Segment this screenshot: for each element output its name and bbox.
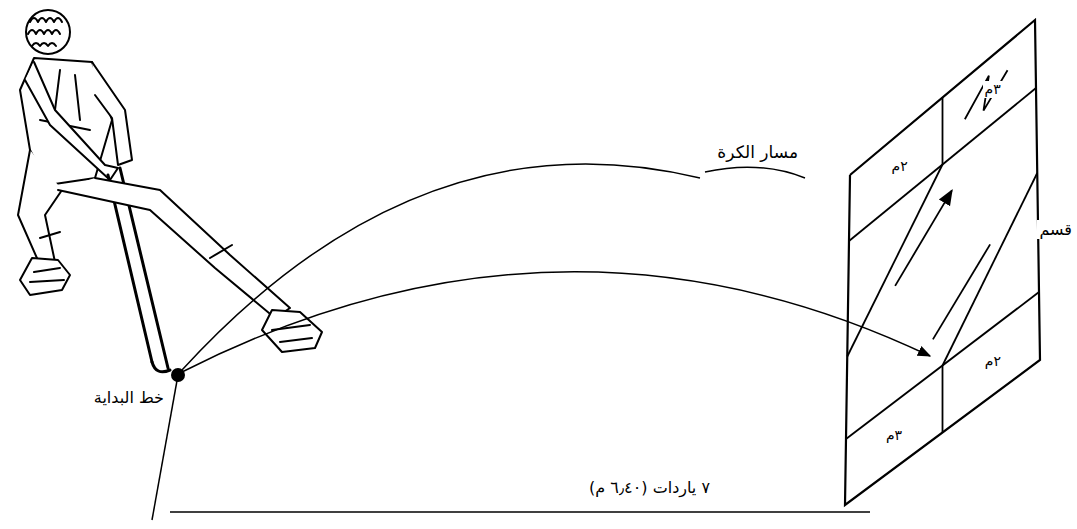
path-label: مسار الكرة [715, 142, 800, 162]
wall-arrow [933, 244, 990, 339]
wall-grid-line [943, 173, 1038, 366]
cell-value: ٣م [884, 427, 904, 444]
wall-arrow [895, 190, 952, 285]
start-line-label: خط البداية [92, 388, 166, 407]
ball-path-upper [705, 167, 805, 178]
ball-path-lower [182, 272, 930, 372]
wall-grid-line [847, 165, 942, 357]
wall-outline [845, 20, 1040, 505]
wall-grid-line [942, 366, 944, 433]
ball-path-upper [182, 164, 700, 370]
wall-grid-line [942, 98, 944, 165]
wall-mark [965, 70, 1008, 119]
distance-label: ٧ ياردات (٦٫٤٠ م) [587, 478, 712, 497]
cell-value: ٣م [983, 81, 1003, 98]
cell-value: ٢م [890, 158, 910, 175]
distance-line [170, 511, 870, 513]
player-figure [18, 10, 322, 372]
cell-value: ٢م [983, 353, 1003, 370]
section-label: قسم [1037, 220, 1074, 239]
target-wall [845, 20, 1040, 505]
